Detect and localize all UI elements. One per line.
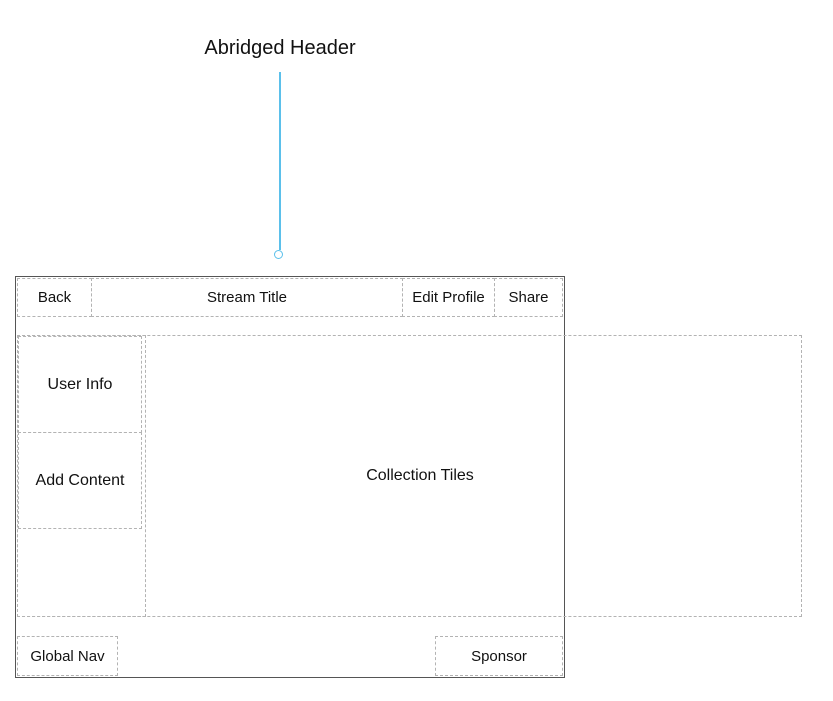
back-label: Back [37, 289, 72, 306]
share-label: Share [508, 289, 549, 306]
edit-profile-label: Edit Profile [412, 289, 485, 306]
share-placeholder: Share [494, 278, 563, 317]
add-content-placeholder: Add Content [18, 432, 142, 529]
collection-tiles-label: Collection Tiles [366, 467, 474, 484]
device-frame [15, 276, 565, 678]
callout-title: Abridged Header [204, 36, 356, 59]
global-nav-label: Global Nav [30, 647, 105, 665]
user-info-label: User Info [47, 375, 113, 393]
stream-title-placeholder: Stream Title [91, 278, 403, 317]
callout-anchor-dot [274, 250, 283, 259]
sponsor-placeholder: Sponsor [435, 636, 563, 676]
user-info-placeholder: User Info [18, 336, 142, 433]
add-content-label: Add Content [35, 471, 125, 489]
back-button-placeholder: Back [17, 278, 92, 317]
stream-title-label: Stream Title [206, 289, 288, 306]
sponsor-label: Sponsor [471, 647, 527, 665]
callout-connector-line [279, 72, 281, 250]
edit-profile-placeholder: Edit Profile [402, 278, 495, 317]
global-nav-placeholder: Global Nav [17, 636, 118, 676]
sidebar-placeholder [17, 335, 146, 617]
